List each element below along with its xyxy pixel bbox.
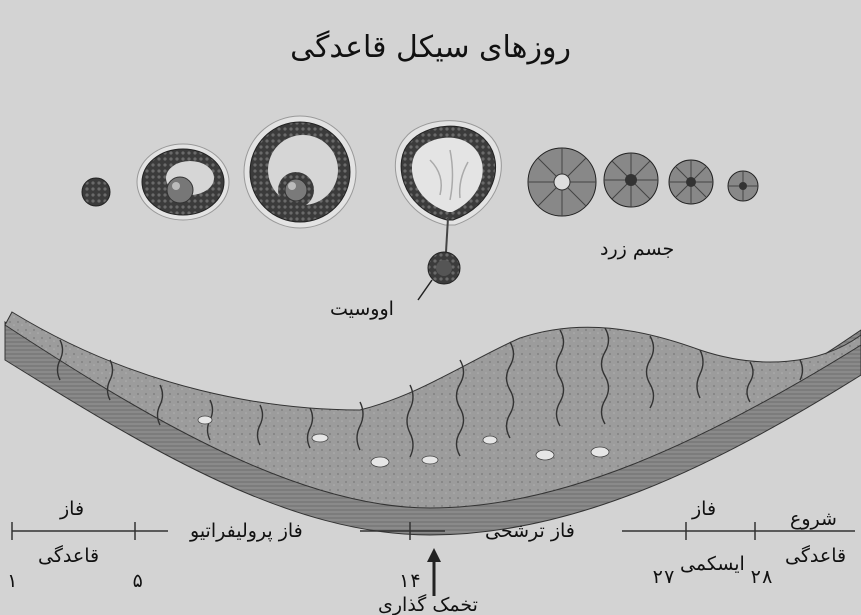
corpus-luteum-large <box>528 148 596 216</box>
day-14-label: ۱۴ <box>398 570 421 592</box>
secondary-follicle <box>244 116 356 228</box>
proliferative-phase-label: فاز پرولیفراتیو <box>190 520 303 542</box>
ovulation-arrow <box>427 548 441 596</box>
corpus-albicans <box>728 171 758 201</box>
secretory-phase-label: فاز ترشحی <box>485 520 575 542</box>
day-1-label: ۱ <box>6 570 17 592</box>
primary-follicle <box>137 144 229 220</box>
ischemic-phase-label-2: ایسکمی <box>680 553 745 575</box>
corpus-luteum-stages <box>528 148 758 216</box>
day-28-label: ۲۸ <box>750 566 773 588</box>
menstrual-phase-label-1: فاز <box>60 498 84 520</box>
primordial-follicle <box>82 178 110 206</box>
ischemic-phase-label-1: فاز <box>692 498 716 520</box>
ovulation-label: تخمک گذاری <box>378 594 478 615</box>
oocyte-label: اووسیت <box>330 298 394 320</box>
menses-onset-label-1: شروع <box>790 508 837 530</box>
corpus-luteum-medium <box>604 153 658 207</box>
diagram-title: روزهای سیکل قاعدگی <box>0 30 861 65</box>
day-27-label: ۲۷ <box>652 566 675 588</box>
released-oocyte <box>418 252 460 300</box>
corpus-luteum-small <box>669 160 713 204</box>
menstrual-phase-label-2: قاعدگی <box>38 545 99 567</box>
day-5-label: ۵ <box>132 570 143 592</box>
endometrium-cross-section <box>5 312 861 535</box>
corpus-luteum-label: جسم زرد <box>600 238 674 260</box>
graafian-follicle <box>395 121 501 252</box>
menses-onset-label-2: قاعدگی <box>785 545 846 567</box>
